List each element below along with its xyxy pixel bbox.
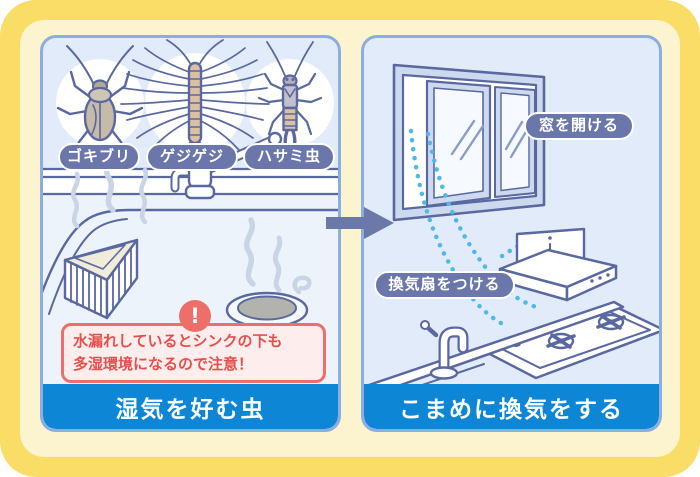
panel-ventilation: 窓を開ける 換気扇をつける こまめに換気をする (361, 35, 662, 432)
window-illustration (392, 63, 546, 222)
warning-line-2: 多湿環境になるので注意！ (73, 355, 254, 373)
gas-burner-icon (596, 313, 626, 331)
right-arrow-icon (326, 207, 394, 239)
gas-burner-icon (546, 332, 576, 350)
insect-label-centipede: ゲジゲジ (146, 143, 238, 171)
range-hood-icon (498, 227, 618, 302)
inner-cream-card: ゴキブリ ゲジゲジ ハサミ虫 ! 水漏れしているとシンクの下も 多湿環境になるの… (20, 20, 680, 457)
fan-label: 換気扇をつける (374, 271, 515, 299)
sink-illustration (43, 39, 338, 386)
strainer-icon (63, 238, 139, 320)
panel-humidity-insects: ゴキブリ ゲジゲジ ハサミ虫 ! 水漏れしているとシンクの下も 多湿環境になるの… (40, 35, 341, 432)
exclamation-icon: ! (179, 300, 211, 332)
insect-label-earwig: ハサミ虫 (243, 143, 335, 171)
leak-warning-box: 水漏れしているとシンクの下も 多湿環境になるので注意！ (61, 323, 326, 383)
drain-icon (225, 291, 309, 329)
cockroach-icon (56, 45, 144, 158)
window-label: 窓を開ける (524, 112, 634, 140)
caption-humidity-insects: 湿気を好む虫 (43, 384, 338, 429)
kitchen-faucet-icon (420, 320, 469, 380)
stove-illustration (364, 300, 659, 401)
caption-ventilation: こまめに換気をする (364, 384, 659, 429)
ventilation-illustration (364, 63, 659, 401)
insect-label-cockroach: ゴキブリ (58, 143, 140, 171)
warning-line-1: 水漏れしているとシンクの下も (73, 331, 283, 350)
